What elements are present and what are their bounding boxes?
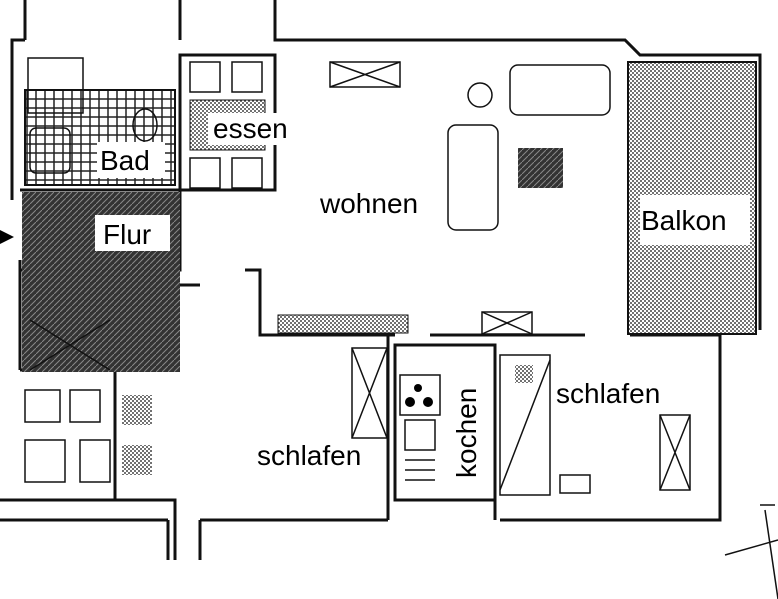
room-label-balkon: Balkon: [641, 205, 727, 236]
living-furniture: [277, 61, 611, 335]
room-label-schlafen-left: schlafen: [257, 440, 361, 471]
room-label-bad: Bad: [100, 145, 150, 176]
room-label-kochen: kochen: [451, 388, 482, 478]
bedroom-right-furniture: [499, 354, 691, 496]
bedroom-left-furniture: [24, 347, 388, 483]
entrance-arrow-icon: [0, 230, 14, 244]
room-label-wohnen: wohnen: [319, 188, 418, 219]
compass-icon: [724, 504, 778, 599]
room-label-flur: Flur: [103, 219, 151, 250]
walls: [0, 0, 762, 560]
room-label-schlafen-right: schlafen: [556, 378, 660, 409]
room-label-essen: essen: [213, 113, 288, 144]
kitchen-fixtures: [399, 374, 441, 481]
